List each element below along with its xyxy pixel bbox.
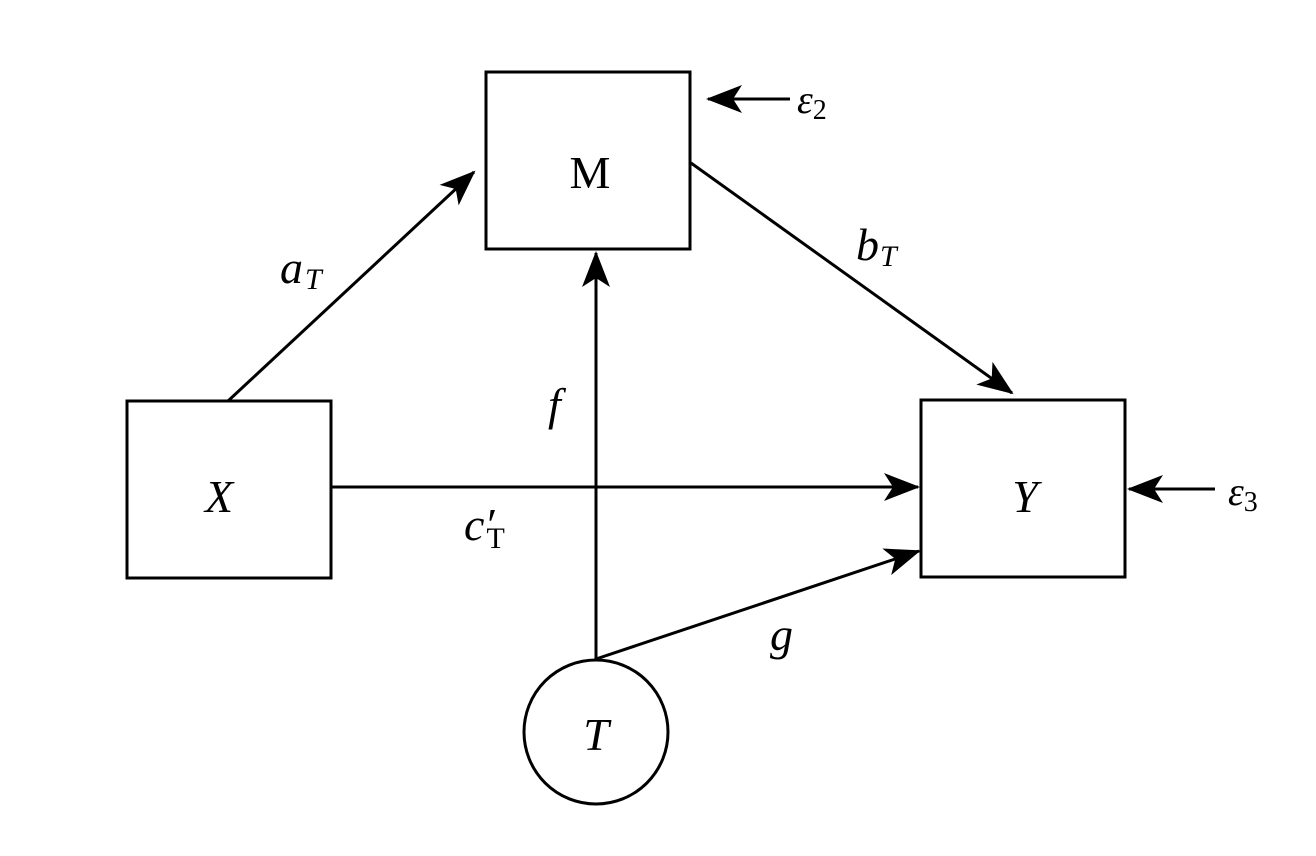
node-y: Y xyxy=(919,398,1127,579)
edge-x-to-m xyxy=(226,170,476,403)
node-t: T xyxy=(522,658,670,806)
node-m-label: M xyxy=(570,147,611,198)
node-x-box xyxy=(125,399,333,580)
label-c-prime-t: c′T xyxy=(464,499,505,555)
node-m: M xyxy=(484,70,692,251)
label-a-t: aT xyxy=(280,242,324,296)
edge-t-to-y xyxy=(595,548,921,661)
label-b-t: bT xyxy=(856,219,899,273)
node-x: X xyxy=(125,399,333,580)
node-m-box xyxy=(484,70,692,251)
node-x-label: X xyxy=(203,471,235,522)
label-g: g xyxy=(770,609,793,660)
edge-m-to-y xyxy=(690,161,1014,395)
error-term-e2: ε2 xyxy=(797,77,827,126)
node-y-box xyxy=(919,398,1127,579)
node-t-circle xyxy=(522,658,670,806)
node-y-label: Y xyxy=(1012,471,1042,522)
label-f: f xyxy=(548,379,567,430)
node-t-label: T xyxy=(583,709,612,760)
error-term-e3: ε3 xyxy=(1228,469,1258,518)
